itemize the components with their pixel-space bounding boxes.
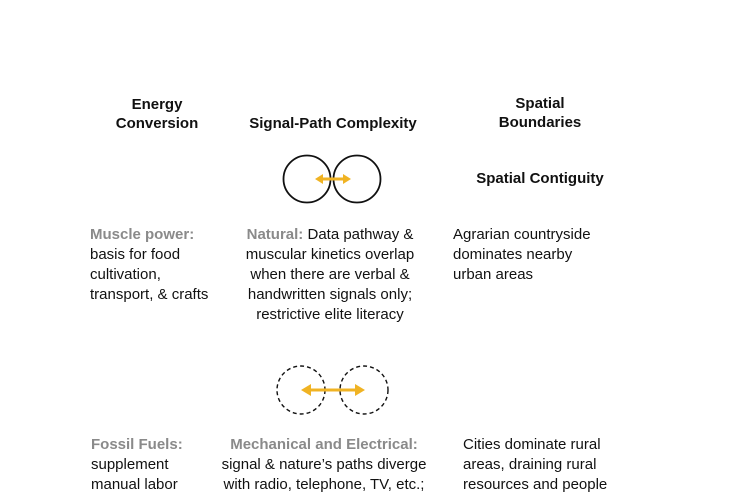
signal-line: with radio, telephone, TV, etc.; bbox=[223, 476, 425, 493]
natural-signal-text: Natural: Data pathway & muscular kinetic… bbox=[225, 225, 435, 325]
energy-line: transport, & crafts bbox=[90, 286, 209, 303]
muscle-power-text: Muscle power: basis for food cultivation… bbox=[90, 225, 230, 305]
muscle-power-lead: Muscle power: bbox=[90, 226, 195, 243]
fossil-fuels-lead: Fossil Fuels: bbox=[91, 436, 183, 453]
spatial-line: dominates nearby bbox=[453, 246, 573, 263]
signal-line: restrictive elite literacy bbox=[256, 306, 404, 323]
separated-circles-diagram bbox=[276, 365, 389, 415]
agrarian-spatial-text: Agrarian countryside dominates nearby ur… bbox=[453, 225, 623, 285]
spatial-line: Cities dominate rural bbox=[463, 436, 601, 453]
spatial-header-line-2: Boundaries bbox=[498, 114, 582, 131]
overlapping-circles-diagram bbox=[282, 154, 382, 204]
spatial-header-line-1: Spatial bbox=[515, 95, 565, 112]
signal-line: when there are verbal & bbox=[250, 266, 410, 283]
energy-header-line-2: Conversion bbox=[115, 115, 199, 132]
spatial-line: urban areas bbox=[453, 266, 534, 283]
cities-spatial-text: Cities dominate rural areas, draining ru… bbox=[463, 435, 633, 495]
spatial-line: areas, draining rural bbox=[463, 456, 597, 473]
energy-conversion-header: Energy Conversion bbox=[92, 95, 222, 133]
energy-line: basis for food bbox=[90, 246, 181, 263]
signal-line: muscular kinetics overlap bbox=[245, 246, 415, 263]
energy-line: supplement bbox=[91, 456, 169, 473]
mechanical-electrical-text: Mechanical and Electrical: signal & natu… bbox=[208, 435, 440, 495]
energy-header-line-1: Energy bbox=[131, 96, 183, 113]
energy-line: cultivation, bbox=[90, 266, 161, 283]
signal-path-complexity-header: Signal-Path Complexity bbox=[249, 115, 417, 132]
spatial-line: resources and people bbox=[463, 476, 608, 493]
signal-line: handwritten signals only; bbox=[247, 286, 413, 303]
double-arrow-icon bbox=[301, 384, 365, 396]
natural-first-line-rest: Data pathway & bbox=[303, 226, 414, 243]
spatial-line: Agrarian countryside bbox=[453, 226, 591, 243]
spatial-contiguity-subheading: Spatial Contiguity bbox=[476, 170, 604, 187]
right-dashed-circle bbox=[339, 365, 389, 415]
spatial-boundaries-header: Spatial Boundaries bbox=[470, 94, 610, 132]
mechanical-electrical-lead: Mechanical and Electrical: bbox=[230, 436, 418, 453]
natural-lead: Natural: bbox=[246, 226, 304, 243]
double-arrow-icon bbox=[315, 174, 351, 184]
signal-line: signal & nature’s paths diverge bbox=[221, 456, 427, 473]
